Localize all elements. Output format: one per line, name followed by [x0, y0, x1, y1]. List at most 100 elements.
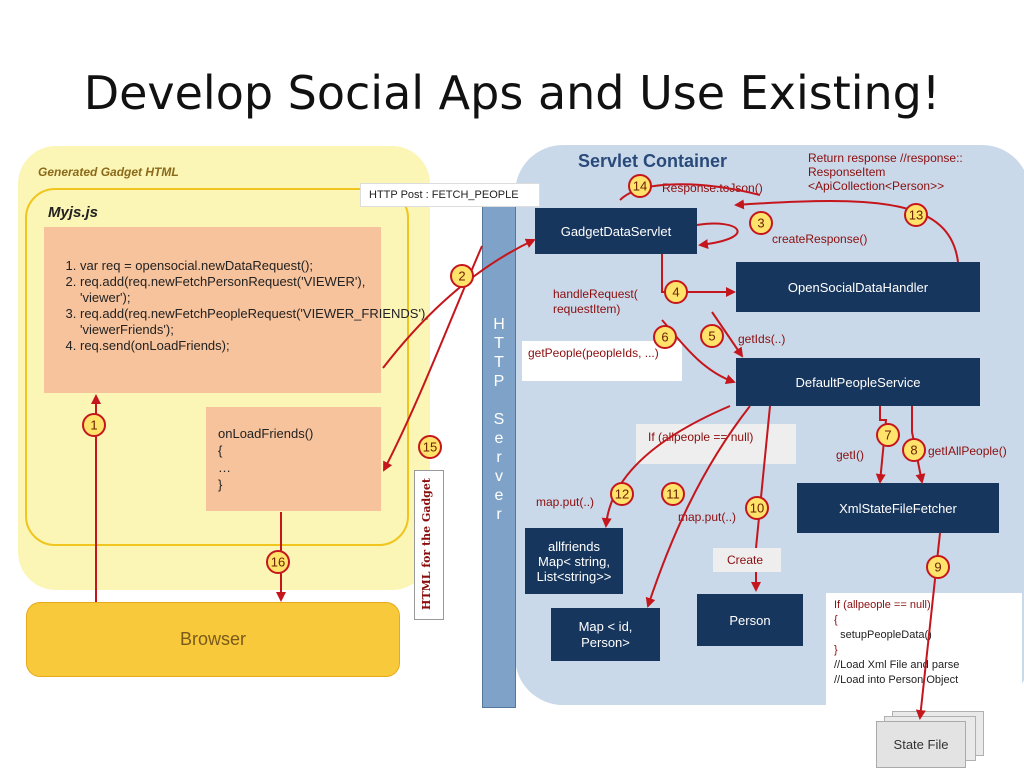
- svg-text:8: 8: [910, 443, 917, 458]
- code-box: [44, 227, 381, 393]
- step-badge-15: 15: [418, 435, 442, 459]
- svg-text:12: 12: [615, 487, 629, 502]
- html-for-gadget-box: [414, 470, 444, 620]
- svg-text:14: 14: [633, 179, 647, 194]
- http-server-letter: r: [496, 506, 502, 523]
- step-badge-7: 7: [876, 423, 900, 447]
- servlet-container-label: Servlet Container: [578, 151, 728, 171]
- onload-friends-box: onLoadFriends() { … }: [206, 407, 381, 511]
- arrow-13: [734, 199, 959, 263]
- generated-gadget-label: Generated Gadget HTML: [38, 165, 179, 179]
- map-id-person-node: Map < id, Person>: [551, 608, 660, 661]
- svg-text:2: 2: [458, 269, 465, 284]
- person-node: Person: [697, 594, 803, 646]
- svg-text:3: 3: [757, 216, 764, 231]
- http-server-letter: P: [493, 373, 505, 390]
- step-badge-5: 5: [700, 324, 724, 348]
- map-put-12-label: map.put(..): [536, 495, 595, 509]
- http-server-letter: T: [494, 354, 504, 371]
- svg-text:11: 11: [666, 487, 680, 502]
- http-server-letter: T: [494, 335, 504, 352]
- create-response-label: createResponse(): [772, 232, 868, 246]
- map-put-10-label: map.put(..): [678, 510, 737, 524]
- code-list: var req = opensocial.newDataRequest(); r…: [50, 258, 429, 354]
- http-server-letter: e: [494, 487, 504, 504]
- state-note-line-6: //Load into Person Object: [834, 674, 959, 686]
- state-note-line-5: //Load Xml File and parse: [834, 659, 960, 671]
- code-line-2: req.add(req.newFetchPersonRequest('VIEWE…: [80, 274, 378, 306]
- state-note-line-1: If (allpeople == null): [834, 599, 931, 611]
- svg-text:5: 5: [708, 329, 715, 344]
- callback-line-2: {: [218, 443, 223, 458]
- svg-text:7: 7: [884, 428, 891, 443]
- return-response-label: Return response //response:: ResponseIte…: [808, 151, 963, 193]
- svg-text:10: 10: [750, 501, 764, 516]
- svg-text:13: 13: [909, 208, 923, 223]
- gadget-data-servlet-node: GadgetDataServlet: [535, 208, 697, 254]
- arrow-11: [645, 405, 751, 608]
- code-line-3: req.add(req.newFetchPeopleRequest('VIEWE…: [80, 306, 429, 338]
- http-server-letter: H: [493, 316, 505, 333]
- arrow-12: [601, 405, 731, 528]
- step-badge-6: 6: [653, 325, 677, 349]
- svg-text:6: 6: [661, 330, 668, 345]
- http-post-label: HTTP Post : FETCH_PEOPLE: [360, 183, 540, 207]
- slide-title: Develop Social Aps and Use Existing!: [83, 66, 941, 120]
- get-i-label: getI(): [836, 448, 865, 462]
- state-note-line-4: }: [834, 644, 838, 656]
- get-all-people-label: getIAllPeople(): [928, 444, 1007, 458]
- http-server-letter: v: [495, 468, 503, 485]
- state-file-node: State File: [876, 721, 966, 768]
- arrow-2: [382, 238, 536, 369]
- step-badge-9: 9: [926, 555, 950, 579]
- state-note-line-2: {: [834, 614, 838, 626]
- code-line-1: var req = opensocial.newDataRequest();: [80, 258, 378, 274]
- get-people-label: getPeople(peopleIds, ...): [528, 346, 659, 360]
- http-server-letter: e: [494, 430, 504, 447]
- handle-request-label: handleRequest( requestItem): [553, 287, 638, 316]
- http-server-letter: S: [493, 411, 505, 428]
- callback-line-4: }: [218, 477, 223, 492]
- callback-line-1: onLoadFriends(): [218, 426, 314, 441]
- step-badge-4: 4: [664, 280, 688, 304]
- svg-text:16: 16: [271, 555, 285, 570]
- arrow-8: [911, 406, 926, 484]
- code-line-4: req.send(onLoadFriends);: [80, 338, 378, 354]
- arrow-14: [619, 183, 761, 201]
- arrow-3: [696, 222, 739, 250]
- arrow-10: [755, 405, 771, 549]
- svg-text:1: 1: [90, 418, 97, 433]
- state-note-line-3: setupPeopleData(): [834, 629, 932, 641]
- get-ids-label: getIds(..): [738, 332, 786, 346]
- arrow-7: [875, 406, 888, 484]
- step-badge-2: 2: [450, 264, 474, 288]
- step-badge-8: 8: [902, 438, 926, 462]
- allfriends-map-node: allfriends Map< string, List<string>>: [525, 528, 623, 594]
- http-server-letter: [482, 391, 516, 410]
- step-badge-1: 1: [82, 413, 106, 437]
- get-people-callout: [522, 341, 682, 381]
- svg-text:15: 15: [423, 440, 437, 455]
- default-people-service-node: DefaultPeopleService: [736, 358, 980, 406]
- if-allpeople-callout: [636, 424, 796, 464]
- arrow-4: [661, 254, 736, 297]
- open-social-data-handler-node: OpenSocialDataHandler: [736, 262, 980, 312]
- callback-line-3: …: [218, 460, 231, 475]
- svg-text:9: 9: [934, 560, 941, 575]
- step-badge-10: 10: [745, 496, 769, 520]
- arrow-5: [711, 311, 744, 358]
- step-badge-14: 14: [628, 174, 652, 198]
- step-badge-12: 12: [610, 482, 634, 506]
- http-server-bar: [482, 186, 516, 708]
- step-badge-11: 11: [661, 482, 685, 506]
- step-badge-16: 16: [266, 550, 290, 574]
- step-badge-3: 3: [749, 211, 773, 235]
- step-badge-13: 13: [904, 203, 928, 227]
- xml-state-file-fetcher-node: XmlStateFileFetcher: [797, 483, 999, 533]
- http-server-letter: r: [496, 449, 502, 466]
- browser-box: Browser: [26, 602, 400, 677]
- myjs-label: Myjs.js: [48, 204, 99, 221]
- svg-text:4: 4: [672, 285, 679, 300]
